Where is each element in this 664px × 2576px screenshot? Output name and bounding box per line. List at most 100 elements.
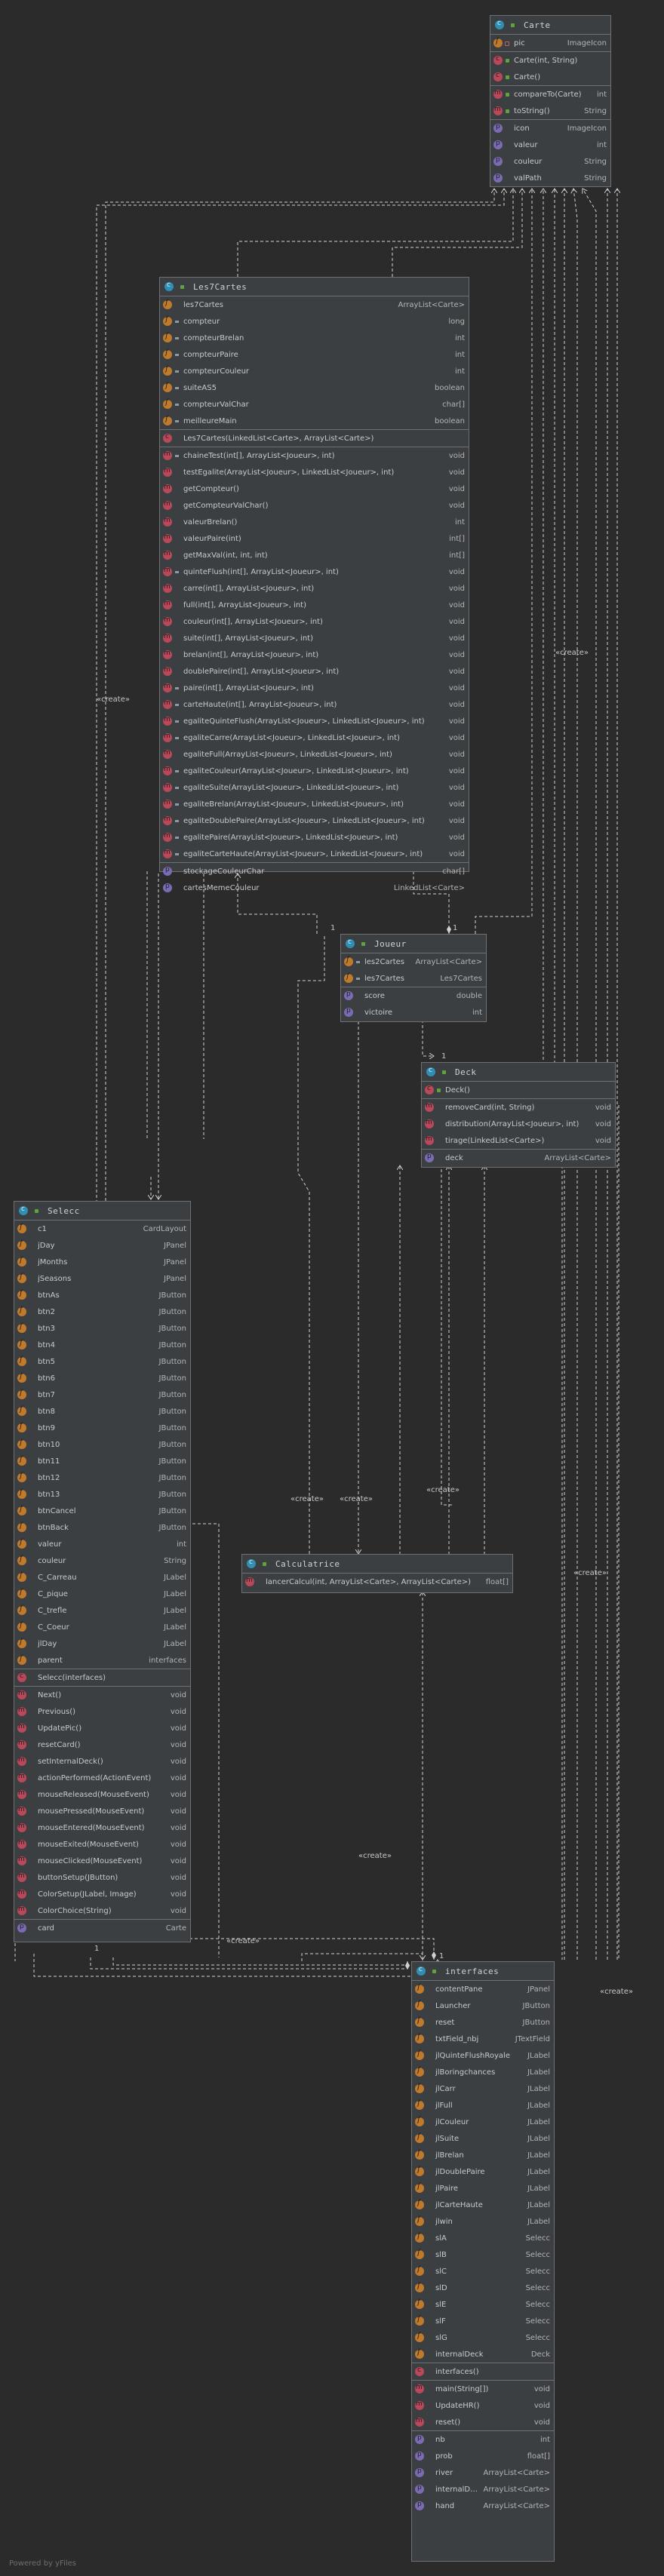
- member-row[interactable]: Next()void: [14, 1687, 190, 1703]
- member-row[interactable]: main(String[])void: [412, 2381, 554, 2397]
- member-row[interactable]: resetCard()void: [14, 1736, 190, 1753]
- member-row[interactable]: paire(int[], ArrayList<Joueur>, int)void: [160, 680, 469, 696]
- class-calculatrice[interactable]: CalculatricelancerCalcul(int, ArrayList<…: [241, 1554, 513, 1593]
- class-header[interactable]: interfaces: [412, 1962, 554, 1981]
- member-row[interactable]: egaliteQuinteFlush(ArrayList<Joueur>, Li…: [160, 713, 469, 729]
- member-row[interactable]: couleur(int[], ArrayList<Joueur>, int)vo…: [160, 613, 469, 630]
- member-row[interactable]: carteHaute(int[], ArrayList<Joueur>, int…: [160, 696, 469, 713]
- class-header[interactable]: Selecc: [14, 1202, 190, 1220]
- class-header[interactable]: Deck: [422, 1063, 615, 1082]
- member-row[interactable]: Carte(): [490, 69, 610, 85]
- member-row[interactable]: buttonSetup(JButton)void: [14, 1869, 190, 1886]
- member-row[interactable]: suite(int[], ArrayList<Joueur>, int)void: [160, 630, 469, 646]
- member-row[interactable]: egaliteDoublePaire(ArrayList<Joueur>, Li…: [160, 812, 469, 829]
- member-row[interactable]: mouseClicked(MouseEvent)void: [14, 1853, 190, 1869]
- class-header[interactable]: Calculatrice: [242, 1555, 512, 1574]
- member-row[interactable]: carre(int[], ArrayList<Joueur>, int)void: [160, 580, 469, 597]
- member-row[interactable]: reset()void: [412, 2414, 554, 2430]
- class-header[interactable]: Joueur: [341, 935, 486, 953]
- member-row[interactable]: getCompteur()void: [160, 481, 469, 497]
- member-row[interactable]: ColorChoice(String)void: [14, 1902, 190, 1919]
- member-row[interactable]: egaliteBrelan(ArrayList<Joueur>, LinkedL…: [160, 796, 469, 812]
- member-row[interactable]: egaliteSuite(ArrayList<Joueur>, LinkedLi…: [160, 779, 469, 796]
- member-row[interactable]: mouseExited(MouseEvent)void: [14, 1836, 190, 1853]
- member-row[interactable]: compareTo(Carte)int: [490, 86, 610, 103]
- member-row[interactable]: Carte(int, String): [490, 52, 610, 69]
- member-row[interactable]: valeurBrelan()int: [160, 514, 469, 530]
- member-row[interactable]: getCompteurValChar()void: [160, 497, 469, 514]
- member-row[interactable]: lancerCalcul(int, ArrayList<Carte>, Arra…: [242, 1574, 512, 1590]
- member-row[interactable]: full(int[], ArrayList<Joueur>, int)void: [160, 597, 469, 613]
- member-row[interactable]: Les7Cartes(LinkedList<Carte>, ArrayList<…: [160, 430, 469, 447]
- member-row[interactable]: doublePaire(int[], ArrayList<Joueur>, in…: [160, 663, 469, 680]
- member-row[interactable]: egaliteCouleur(ArrayList<Joueur>, Linked…: [160, 763, 469, 779]
- member-row[interactable]: mousePressed(MouseEvent)void: [14, 1803, 190, 1819]
- member-row[interactable]: mouseReleased(MouseEvent)void: [14, 1786, 190, 1803]
- member-row[interactable]: valeurPaire(int)int[]: [160, 530, 469, 547]
- member-row[interactable]: getMaxVal(int, int, int)int[]: [160, 547, 469, 563]
- class-header[interactable]: Les7Cartes: [160, 278, 469, 296]
- member-row[interactable]: chaineTest(int[], ArrayList<Joueur>, int…: [160, 447, 469, 464]
